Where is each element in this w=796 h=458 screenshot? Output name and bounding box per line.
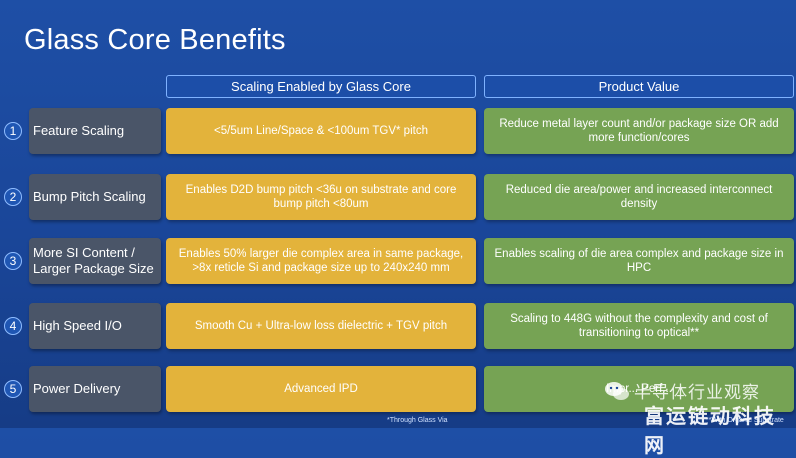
scaling-cell: Advanced IPD xyxy=(166,366,476,412)
watermark-line-1: 半导体行业观察 xyxy=(634,383,760,402)
row-label: Bump Pitch Scaling xyxy=(29,174,161,220)
row-label: Feature Scaling xyxy=(29,108,161,154)
row-number-badge: 4 xyxy=(4,317,22,335)
row-power-delivery: 5 Power Delivery Advanced IPD Impr... Pe… xyxy=(0,366,796,412)
value-cell: Enables scaling of die area complex and … xyxy=(484,238,794,284)
wechat-icon xyxy=(605,382,629,400)
watermark: 半导体行业观察 富运链动科技网 xyxy=(604,376,794,457)
row-number-badge: 1 xyxy=(4,122,22,140)
row-feature-scaling: 1 Feature Scaling <5/5um Line/Space & <1… xyxy=(0,108,796,154)
row-number-badge: 5 xyxy=(4,380,22,398)
value-cell: Scaling to 448G without the complexity a… xyxy=(484,303,794,349)
scaling-cell: Enables D2D bump pitch <36u on substrate… xyxy=(166,174,476,220)
row-bump-pitch-scaling: 2 Bump Pitch Scaling Enables D2D bump pi… xyxy=(0,174,796,220)
watermark-line-2: 富运链动科技网 xyxy=(644,406,776,457)
scaling-cell: <5/5um Line/Space & <100um TGV* pitch xyxy=(166,108,476,154)
value-cell: Reduced die area/power and increased int… xyxy=(484,174,794,220)
value-cell: Reduce metal layer count and/or package … xyxy=(484,108,794,154)
value-cell: Impr... Perf... xyxy=(484,366,794,412)
scaling-cell: Smooth Cu + Ultra-low loss dielectric + … xyxy=(166,303,476,349)
column-header-scaling: Scaling Enabled by Glass Core xyxy=(166,75,476,98)
scaling-cell: Enables 50% larger die complex area in s… xyxy=(166,238,476,284)
row-high-speed-io: 4 High Speed I/O Smooth Cu + Ultra-low l… xyxy=(0,303,796,349)
column-header-product-value: Product Value xyxy=(484,75,794,98)
footnote-tgv: *Through Glass Via xyxy=(387,417,448,424)
row-label: High Speed I/O xyxy=(29,303,161,349)
row-label: Power Delivery xyxy=(29,366,161,412)
row-number-badge: 3 xyxy=(4,252,22,270)
slide-title: Glass Core Benefits xyxy=(24,24,286,56)
footnote-organic: **With Organic Substrate xyxy=(706,417,784,424)
row-number-badge: 2 xyxy=(4,188,22,206)
row-more-si-content: 3 More SI Content / Larger Package Size … xyxy=(0,238,796,284)
row-label: More SI Content / Larger Package Size xyxy=(29,238,161,284)
